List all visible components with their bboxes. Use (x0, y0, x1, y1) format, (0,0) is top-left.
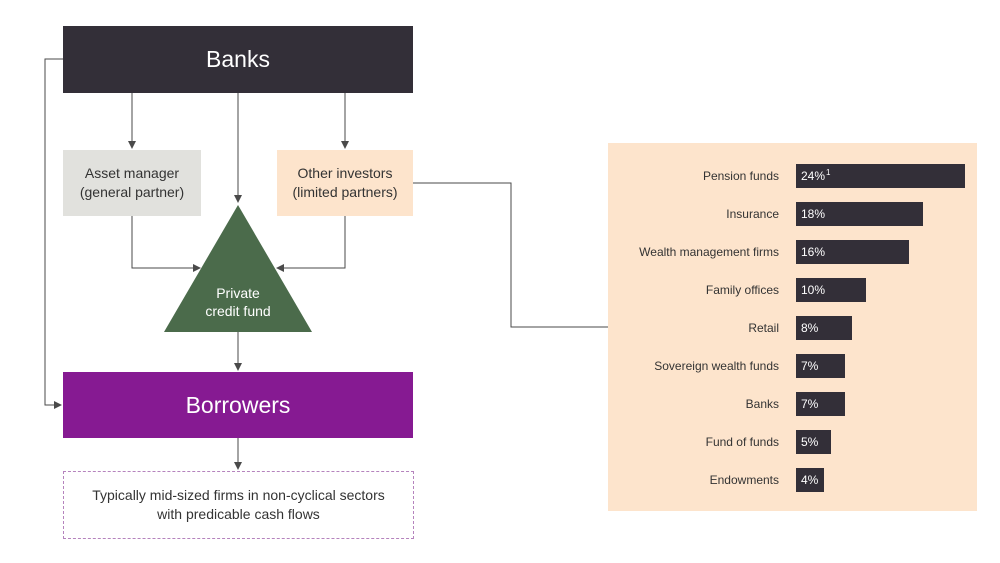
category-label-family-offices: Family offices (705, 283, 779, 297)
connector-investors-to-panel (413, 182, 608, 328)
value-label-fund-of-funds: 5% (801, 435, 819, 449)
category-label-sovereign-wealth-funds: Sovereign wealth funds (654, 359, 779, 373)
banks-label: Banks (206, 46, 270, 72)
category-label-banks: Banks (745, 397, 779, 411)
bar-fund-of-funds (796, 430, 831, 454)
arrow-other-investors-to-fund (276, 216, 346, 272)
category-label-fund-of-funds: Fund of funds (705, 435, 779, 449)
bar-banks (796, 392, 845, 416)
asset-manager-sublabel: (general partner) (79, 184, 185, 200)
category-label-retail: Retail (748, 321, 779, 335)
category-label-wealth-management-firms: Wealth management firms (639, 245, 779, 259)
category-label-pension-funds: Pension funds (702, 169, 779, 183)
value-label-retail: 8% (801, 321, 819, 335)
fund-label-line-1: Private (216, 285, 260, 301)
category-label-insurance: Insurance (726, 207, 779, 221)
borrowers-box: Borrowers (63, 372, 413, 438)
borrowers-label: Borrowers (185, 391, 291, 418)
footnote-marker: 1 (826, 168, 831, 177)
private-credit-fund-label: Private credit fund (188, 284, 288, 320)
bar-sovereign-wealth-funds (796, 354, 845, 378)
arrow-banks-to-borrowers (44, 58, 63, 409)
asset-manager-box: Asset manager (general partner) (63, 150, 201, 216)
category-label-endowments: Endowments (709, 473, 779, 487)
asset-manager-label: Asset manager (84, 165, 180, 181)
note-line-1: Typically mid-sized firms in non-cyclica… (92, 487, 385, 503)
bar-retail (796, 316, 852, 340)
value-label-endowments: 4% (801, 473, 819, 487)
bar-insurance (796, 202, 923, 226)
value-label-banks: 7% (801, 397, 819, 411)
bar-family-offices (796, 278, 866, 302)
bar-wealth-management-firms (796, 240, 909, 264)
banks-box: Banks (63, 26, 413, 93)
other-investors-box: Other investors (limited partners) (277, 150, 413, 216)
bar-pension-funds (796, 164, 965, 188)
other-investors-label: Other investors (297, 165, 393, 181)
value-label-pension-funds: 24%1 (801, 168, 831, 183)
fund-label-line-2: credit fund (205, 303, 271, 319)
value-label-sovereign-wealth-funds: 7% (801, 359, 819, 373)
value-label-insurance: 18% (801, 207, 826, 221)
value-label-wealth-management-firms: 16% (801, 245, 826, 259)
borrowers-note-box: Typically mid-sized firms in non-cyclica… (63, 471, 414, 539)
other-investors-sublabel: (limited partners) (292, 184, 398, 200)
bar-endowments (796, 468, 824, 492)
private-credit-fund-triangle (164, 205, 312, 332)
arrow-asset-manager-to-fund (131, 216, 201, 272)
note-line-2: with predicable cash flows (157, 506, 320, 522)
value-label-family-offices: 10% (801, 283, 826, 297)
